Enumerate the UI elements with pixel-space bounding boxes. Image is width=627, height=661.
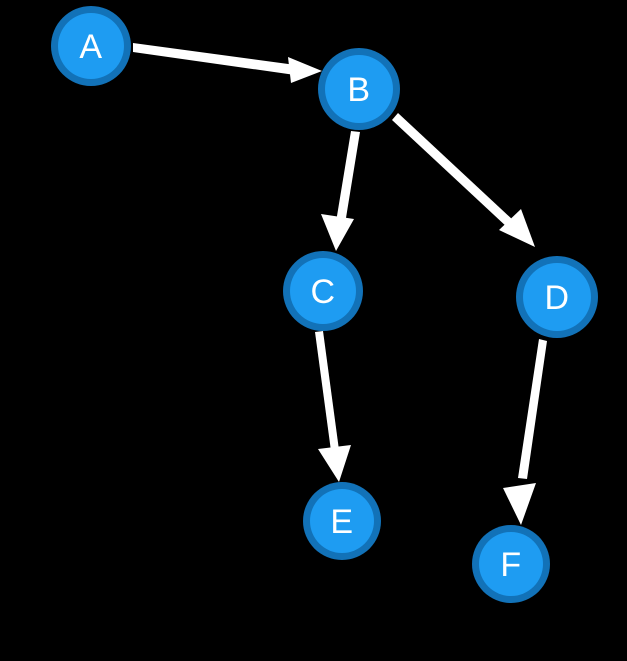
node-layer: A B C D E	[51, 6, 598, 603]
node-c-fill	[290, 258, 356, 324]
edge-b-c-arrowhead	[321, 214, 354, 251]
node-a-fill	[58, 13, 124, 79]
node-d-label: D	[544, 279, 569, 317]
node-a-label: A	[79, 28, 102, 66]
edge-b-d[interactable]	[392, 113, 535, 247]
edge-a-b[interactable]	[133, 43, 322, 83]
edge-b-d-arrowhead	[499, 209, 535, 247]
node-e[interactable]: E	[303, 482, 381, 560]
node-d[interactable]: D	[516, 256, 598, 338]
node-c-label: C	[310, 273, 335, 311]
node-b[interactable]: B	[318, 48, 400, 130]
node-d-fill	[523, 263, 591, 331]
edge-d-f-arrowhead	[503, 483, 536, 525]
edge-c-e-shaft	[315, 331, 339, 451]
edge-b-c[interactable]	[321, 131, 360, 251]
edge-layer	[133, 43, 547, 525]
node-b-label: B	[347, 71, 370, 109]
node-f-fill	[479, 532, 543, 596]
edge-c-e-arrowhead	[318, 445, 351, 482]
node-b-fill	[325, 55, 393, 123]
edge-d-f[interactable]	[503, 339, 547, 525]
edge-b-c-shaft	[336, 131, 360, 224]
edge-a-b-shaft	[133, 43, 303, 76]
node-c[interactable]: C	[283, 251, 363, 331]
node-f-label: F	[500, 546, 521, 584]
edge-d-f-shaft	[518, 339, 547, 479]
edge-b-d-shaft	[392, 113, 514, 228]
node-f[interactable]: F	[472, 525, 550, 603]
node-a[interactable]: A	[51, 6, 131, 86]
edge-a-b-arrowhead	[288, 57, 322, 83]
node-e-label: E	[330, 503, 353, 541]
node-e-fill	[310, 489, 374, 553]
edge-c-e[interactable]	[315, 331, 351, 482]
